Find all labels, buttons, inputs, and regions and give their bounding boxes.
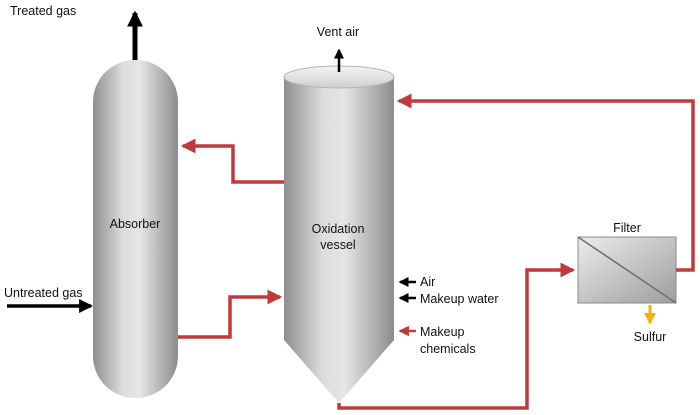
stream-filter-recycle — [396, 93, 695, 272]
absorber-label: Absorber — [110, 217, 161, 231]
untreated-gas-label: Untreated gas — [4, 286, 83, 300]
stream-absorber-to-vessel-bottom — [178, 289, 283, 339]
treated-gas-label: Treated gas — [10, 4, 76, 18]
oxidation-vessel: Oxidation vessel — [283, 65, 395, 403]
sulfur-label: Sulfur — [634, 330, 667, 344]
filter-label: Filter — [613, 221, 641, 235]
stream-vessel-to-absorber-top — [180, 138, 284, 184]
vent-air-label: Vent air — [317, 25, 359, 39]
oxidation-vessel-label-line1: Oxidation — [312, 222, 365, 236]
absorber-column: Absorber — [93, 60, 178, 398]
oxidation-vessel-label-line2: vessel — [320, 238, 355, 252]
makeup-chemicals-label-line2: chemicals — [420, 342, 476, 356]
makeup-water-label: Makeup water — [420, 292, 499, 306]
filter-unit: Filter — [577, 221, 677, 304]
makeup-chemicals-label-line1: Makeup — [420, 325, 465, 339]
air-label: Air — [420, 275, 435, 289]
stream-vessel-to-filter — [337, 262, 576, 410]
